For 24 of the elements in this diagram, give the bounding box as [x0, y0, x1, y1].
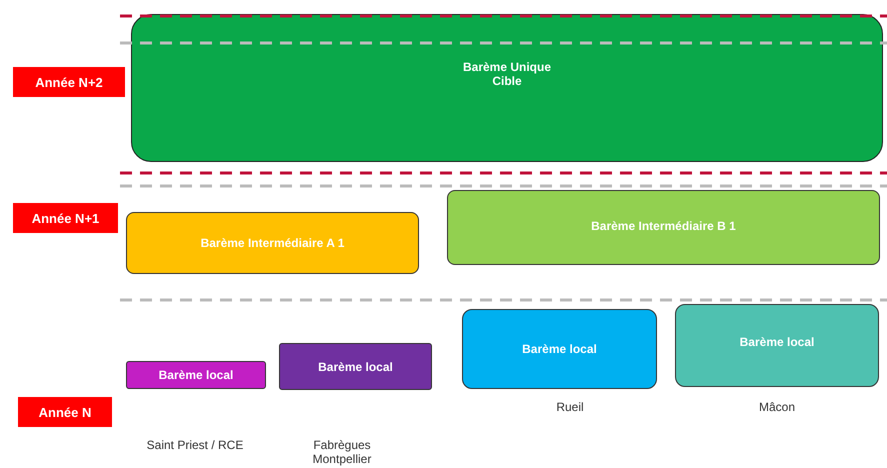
- site-name: Fabrègues Montpellier: [312, 438, 372, 466]
- box-label: Barème local: [158, 368, 234, 382]
- year-label: [13, 67, 125, 97]
- box-label: Barème local: [740, 334, 814, 348]
- year-label: [13, 203, 118, 233]
- box-label: Barème Intermédiaire A 1: [200, 236, 344, 250]
- scale-box: [131, 14, 883, 162]
- scale-box: [675, 304, 879, 387]
- scale-box: [126, 212, 419, 274]
- scale-box: [462, 309, 657, 389]
- site-name: Saint Priest / RCE: [146, 438, 244, 452]
- year-label: [18, 397, 112, 427]
- box-label: Année N: [38, 404, 92, 420]
- site-name: Rueil: [555, 400, 585, 414]
- box-label: Année N+2: [35, 74, 103, 90]
- scale-box: [279, 343, 432, 390]
- box-label: Année N+1: [32, 210, 100, 226]
- box-label: Barème local: [522, 342, 597, 356]
- box-label: Barème Unique Cible: [462, 60, 552, 88]
- scale-box: [126, 361, 266, 389]
- box-label: Barème local: [318, 360, 393, 374]
- scale-box: [447, 190, 880, 265]
- site-name: Mâcon: [758, 400, 796, 414]
- box-label: Barème Intermédiaire B 1: [591, 218, 736, 232]
